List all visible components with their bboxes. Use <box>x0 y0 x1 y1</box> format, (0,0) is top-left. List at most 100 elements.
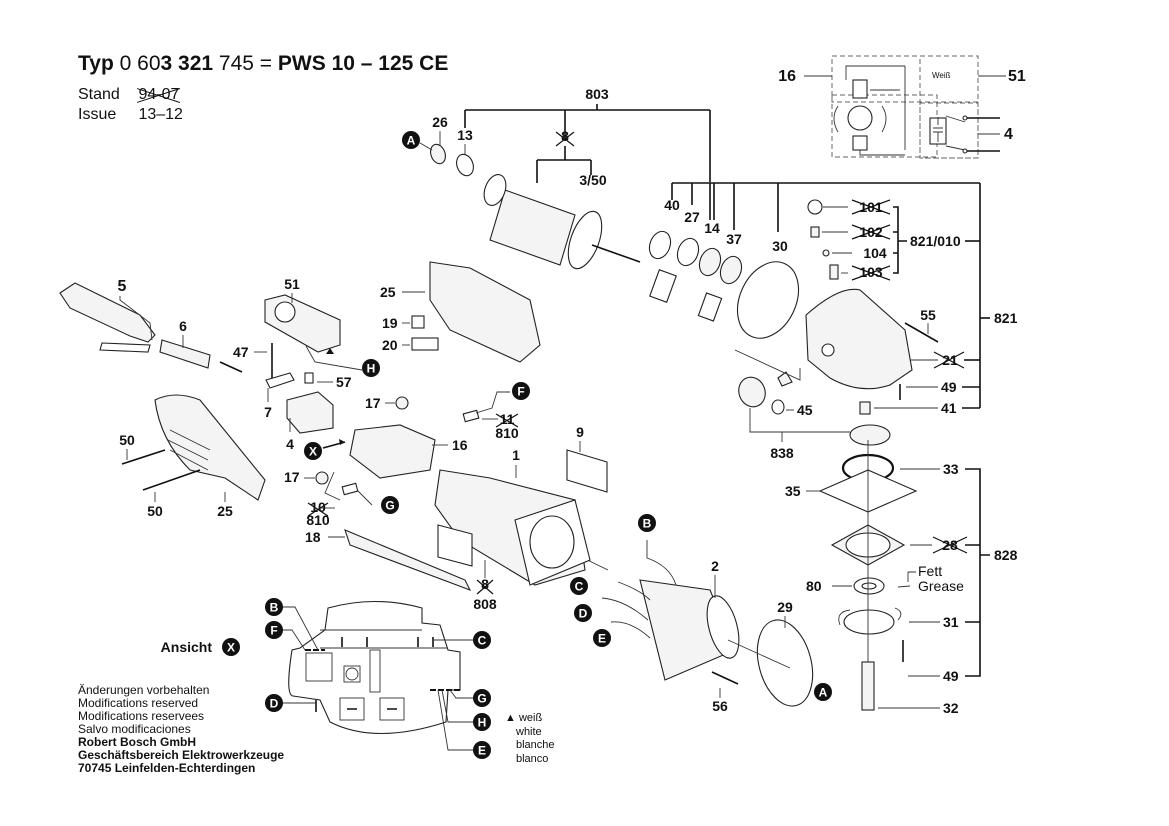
callout-E-stator: E <box>593 629 611 647</box>
callout-G-view: G <box>473 689 491 707</box>
part-label-810-top: 810 <box>495 425 519 441</box>
part-label-50-bottom: 50 <box>147 503 163 519</box>
switch-51-drawing <box>264 294 341 353</box>
part-label-50-top: 50 <box>119 432 135 448</box>
part-label-104: 104 <box>863 245 887 261</box>
gear-side-parts: 40 27 14 37 30 <box>648 182 981 408</box>
part-number-prefix: 0 60 <box>119 52 161 75</box>
svg-text:E: E <box>598 632 606 646</box>
wiring-label-4: 4 <box>1004 126 1013 143</box>
callout-D-view: D <box>265 694 283 712</box>
callout-H-view: H <box>473 713 491 731</box>
ansicht-x-marker: X <box>222 638 240 656</box>
callout-A-cap: A <box>814 683 832 701</box>
white-note-de: ▲ weiß <box>505 712 543 724</box>
wiring-label-16: 16 <box>778 68 796 85</box>
power-cable: 5 6 <box>59 278 243 373</box>
part-label-10-struck: 10 <box>310 499 326 515</box>
cover-top-25: 25 19 20 <box>380 261 541 363</box>
part-label-20: 20 <box>382 337 398 353</box>
brush-holder: 16 17 17 11 810 10 810 <box>284 391 519 528</box>
wiring-wire-note: Weiß <box>932 71 951 80</box>
part-label-49-bottom: 49 <box>943 668 959 684</box>
part-label-803: 803 <box>585 86 609 102</box>
plug-5-drawing <box>59 282 156 343</box>
part-label-14: 14 <box>704 220 720 236</box>
part-label-9: 9 <box>576 424 584 440</box>
armature-drawing <box>489 189 576 266</box>
part-label-821-010: 821/010 <box>910 233 961 249</box>
part-label-2: 2 <box>711 558 719 574</box>
part-label-30: 30 <box>772 238 788 254</box>
callout-B-stator: B <box>638 514 656 532</box>
part-label-25-bottom: 25 <box>217 503 233 519</box>
armature-group: 803 8 3/50 26 13 <box>419 86 711 270</box>
part-label-7: 7 <box>264 404 272 420</box>
stand-value-struck: 94-07 <box>138 86 180 103</box>
brush-holder-drawing <box>349 424 436 479</box>
callout-H: H <box>362 359 380 377</box>
typ-label: Typ <box>78 52 114 75</box>
footer-notes: Änderungen vorbehalten Modifications res… <box>78 684 284 775</box>
svg-text:G: G <box>477 692 486 706</box>
stator-assembly: 2 29 56 <box>545 539 814 714</box>
part-label-8-struck: 8 <box>561 128 569 144</box>
part-label-103-struck: 103 <box>859 264 883 280</box>
svg-text:C: C <box>575 580 584 594</box>
callout-C-view: C <box>473 631 491 649</box>
switch-parts: 51 47 7 57 4 <box>233 276 363 452</box>
part-label-49-top: 49 <box>941 379 957 395</box>
part-label-33: 33 <box>943 461 959 477</box>
part-label-16: 16 <box>452 437 468 453</box>
bearing-26-drawing <box>430 143 446 165</box>
callout-F: F <box>512 382 530 400</box>
grease-label-de: Fett <box>918 563 942 579</box>
part-label-26: 26 <box>432 114 448 130</box>
svg-text:F: F <box>270 624 277 638</box>
svg-text:X: X <box>309 445 317 459</box>
part-number-bold: 3 321 <box>160 52 214 75</box>
switch-rod-18 <box>344 529 472 592</box>
issue-row: Issue 13–12 <box>78 106 183 124</box>
part-label-808-struck-8: 8 <box>481 576 489 592</box>
svg-text:B: B <box>270 601 279 615</box>
callout-G: G <box>381 496 399 514</box>
wiring-diagram: Weiß 16 51 4 <box>778 55 1026 159</box>
cap-29-drawing <box>756 619 814 707</box>
bearing-13-drawing <box>456 153 474 177</box>
svg-text:F: F <box>517 385 524 399</box>
motor-housing: 1 9 8 808 18 <box>305 424 608 612</box>
company-division: Geschäftsbereich Elektrowerkzeuge <box>78 748 285 762</box>
white-note-es: blanco <box>516 752 549 765</box>
white-note-en: white <box>516 725 542 738</box>
part-label-3-50: 3/50 <box>579 172 606 188</box>
part-label-56: 56 <box>712 698 728 714</box>
svg-text:X: X <box>227 641 235 655</box>
part-number-suffix: 745 <box>218 52 254 75</box>
ansicht-x-view: Ansicht X B F D C G H E <box>161 598 491 759</box>
grease-label-en: Grease <box>918 578 964 594</box>
brush-holder-bottom-view <box>288 600 461 735</box>
part-label-47: 47 <box>233 344 249 360</box>
issue-label: Issue <box>78 106 117 123</box>
label-plate-9 <box>566 449 608 493</box>
company-address: 70745 Leinfelden-Echterdingen <box>78 761 256 775</box>
white-note-fr: blanche <box>516 739 555 751</box>
note-line-es: Salvo modificaciones <box>78 722 191 736</box>
stator-callouts: B C D E A <box>570 514 832 701</box>
flange-group-828: 33 35 28 80 Fett Grease 31 49 32 <box>785 440 1018 716</box>
part-label-808: 808 <box>473 596 497 612</box>
part-label-27: 27 <box>684 209 700 225</box>
callout-B-view: B <box>265 598 283 616</box>
part-label-5: 5 <box>118 278 127 295</box>
callout-C-stator: C <box>570 577 588 595</box>
part-label-35: 35 <box>785 483 801 499</box>
part-label-19: 19 <box>382 315 398 331</box>
part-label-32: 32 <box>943 700 959 716</box>
svg-text:E: E <box>478 744 486 758</box>
callout-D-stator: D <box>574 604 592 622</box>
part-label-25-top: 25 <box>380 284 396 300</box>
cover-bottom-25: 50 50 25 <box>119 394 266 519</box>
svg-text:G: G <box>385 499 394 513</box>
